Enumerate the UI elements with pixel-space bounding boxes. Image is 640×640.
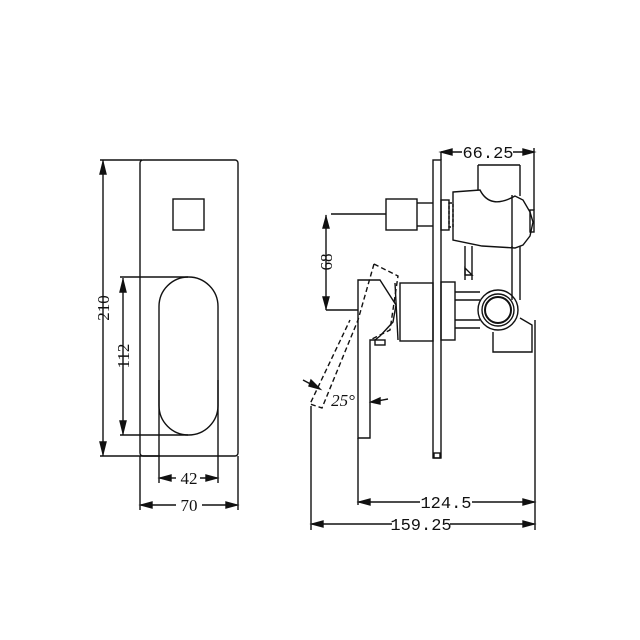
lever-handle: [158, 276, 219, 436]
dim-label-210: 210: [94, 295, 113, 321]
dim-label-68: 68: [317, 254, 336, 271]
dim-label-42: 42: [181, 469, 198, 488]
dim-label-159-25: 159.25: [390, 517, 451, 536]
dim-label-124-5: 124.5: [420, 495, 471, 514]
cover-plate: [139, 159, 239, 457]
diverter-body: [452, 189, 534, 249]
side-view: [302, 148, 537, 530]
lever-rotated-25: [309, 263, 399, 409]
dim-label-25-deg: 25°: [331, 391, 355, 410]
outlet-fitting: [477, 289, 519, 331]
front-view: [99, 159, 240, 510]
lever-side: [357, 279, 397, 439]
dim-label-112: 112: [114, 344, 133, 369]
cartridge-body: [399, 282, 434, 342]
dim-label-70: 70: [181, 496, 198, 515]
diverter-knob: [385, 198, 418, 231]
diverter-button: [172, 198, 205, 231]
dim-label-66-25: 66.25: [462, 145, 513, 164]
side-plate: [432, 159, 442, 459]
